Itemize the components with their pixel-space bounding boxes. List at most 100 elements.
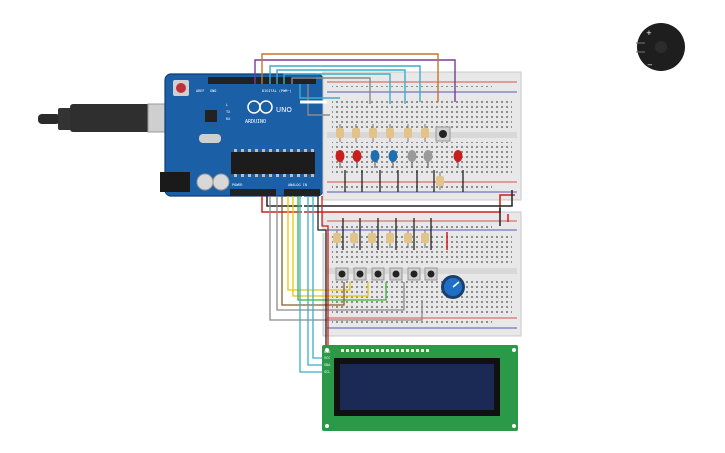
lower-rail-holes-top (332, 223, 492, 228)
resistor[interactable] (421, 124, 429, 142)
wire-cyan-4 (299, 84, 340, 99)
analog-header (284, 189, 320, 196)
piezo-buzzer[interactable]: + − (636, 23, 685, 71)
led-body (388, 150, 398, 162)
pushbutton-2[interactable] (353, 267, 367, 281)
l-label: L (226, 103, 228, 107)
wire-red-lcd (321, 196, 329, 346)
wire-gray-1 (276, 196, 405, 311)
resistor[interactable] (336, 124, 344, 142)
resistor[interactable] (350, 230, 358, 248)
buzzer-plus-label: + (646, 29, 652, 37)
lcd-pin-scl: SCL (324, 370, 330, 374)
resistor[interactable] (404, 230, 412, 248)
wire-cyan-lcd-1 (307, 196, 326, 366)
wire-purple (254, 59, 456, 102)
resistor[interactable] (369, 124, 377, 142)
arduino-board[interactable]: ARDUINO UNO DIGITAL (PWM~) POWER ANALOG … (160, 73, 324, 197)
upper-rail-holes-top (332, 85, 492, 90)
wire-yellow-1 (287, 196, 351, 291)
pushbutton-6[interactable] (424, 267, 438, 281)
wire-orange (261, 53, 439, 102)
led-gray-1[interactable] (407, 150, 417, 168)
power-wires (261, 190, 515, 250)
upper-black-jumpers (344, 170, 464, 192)
aref-label: AREF (196, 89, 204, 93)
led-body (407, 150, 417, 162)
led-body (335, 150, 345, 162)
wire-gray-top (291, 77, 371, 104)
digital-header-label: DIGITAL (PWM~) (262, 89, 292, 93)
lower-rail-holes-bottom (332, 321, 492, 326)
power-header (230, 189, 276, 196)
capacitor-2 (212, 173, 230, 191)
rx-label: RX (226, 117, 231, 121)
potentiometer[interactable] (441, 275, 465, 299)
buzzer-minus-label: − (647, 61, 653, 69)
upper-terminal-holes-a (332, 98, 512, 128)
pushbutton-3[interactable] (371, 267, 385, 281)
lcd-screen (340, 364, 494, 410)
resistor[interactable] (386, 124, 394, 142)
power-jack (160, 172, 190, 192)
crystal (199, 134, 221, 143)
resistor[interactable] (404, 124, 412, 142)
resistor[interactable] (333, 230, 341, 248)
led-blue-2[interactable] (388, 150, 398, 168)
resistors-upper (336, 124, 444, 190)
resistor[interactable] (436, 172, 444, 190)
arduino-model-label: UNO (276, 106, 292, 114)
lcd-header-pins (340, 349, 430, 352)
led-gray-2[interactable] (423, 150, 433, 168)
resistor[interactable] (421, 230, 429, 248)
resistor[interactable] (386, 230, 394, 248)
usb-chip (205, 110, 217, 122)
lcd-pin-vcc: VCC (324, 356, 330, 360)
usb-cable[interactable] (38, 103, 171, 133)
led-body (423, 150, 433, 162)
pushbutton-1[interactable] (335, 267, 349, 281)
wire-gray-short (307, 84, 330, 116)
resistor[interactable] (352, 124, 360, 142)
lower-black-jumpers (342, 218, 432, 250)
led-red-3[interactable] (453, 150, 463, 168)
wire-cyan-1 (269, 65, 421, 102)
led-body (370, 150, 380, 162)
pushbutton-5[interactable] (407, 267, 421, 281)
leds (335, 150, 463, 168)
arduino-logo (247, 100, 273, 114)
signal-wires (269, 196, 423, 373)
gnd-label: GND (210, 89, 216, 93)
power-header-label: POWER (232, 183, 243, 187)
led-red-2[interactable] (352, 150, 362, 168)
wire-cyan-lcd-2 (312, 196, 326, 359)
reset-button-cap[interactable] (176, 83, 186, 93)
led-red-1[interactable] (335, 150, 345, 168)
lcd-pin-sda: SDA (324, 363, 331, 367)
lcd-module[interactable]: GND VCC SDA SCL (322, 345, 518, 431)
resistors-lower (333, 230, 429, 248)
upper-pushbutton[interactable] (435, 126, 451, 142)
pushbutton-4[interactable] (389, 267, 403, 281)
resistor[interactable] (368, 230, 376, 248)
wire-black-main (266, 190, 513, 207)
wire-white-lower (302, 196, 330, 233)
wire-cyan-2 (276, 69, 406, 104)
pushbuttons (335, 267, 438, 281)
wire-yellow-2 (292, 196, 369, 297)
analog-header-label: ANALOG IN (288, 183, 307, 187)
wire-black-lcd (317, 196, 327, 352)
wire-gray-2 (269, 196, 423, 321)
arduino-brand-label: ARDUINO (245, 119, 266, 125)
wire-cyan-3 (283, 73, 391, 104)
lcd-pin-gnd: GND (324, 350, 330, 354)
top-wires (254, 53, 456, 116)
wire-green (297, 196, 387, 301)
atmega-chip (231, 152, 315, 174)
led-body (352, 150, 362, 162)
capacitor-1 (196, 173, 214, 191)
led-body (453, 150, 463, 162)
led-blue-1[interactable] (370, 150, 380, 168)
